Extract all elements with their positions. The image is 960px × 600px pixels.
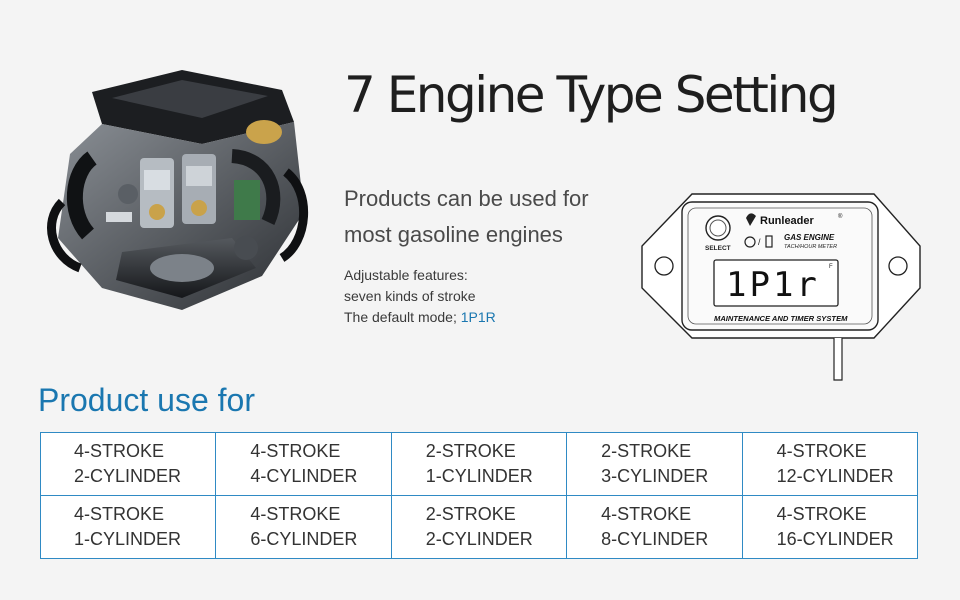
- lcd-value: 1P1r: [726, 265, 820, 305]
- cable-icon: [833, 338, 843, 381]
- cylinder-label: 6-CYLINDER: [250, 529, 358, 549]
- table-row: 4-STROKE 2-CYLINDER 4-STROKE 4-CYLINDER 2-ST…: [39, 432, 919, 496]
- table-row: 4-STROKE 1-CYLINDER 4-STROKE 6-CYLINDER 2-ST…: [39, 495, 919, 559]
- engine-type-cell: 4-STROKE 12-CYLINDER: [741, 432, 919, 496]
- tagline-line: most gasoline engines: [344, 222, 563, 247]
- stroke-label: 4-STROKE: [250, 504, 341, 524]
- stroke-label: 4-STROKE: [601, 504, 692, 524]
- engine-type-cell: 4-STROKE 8-CYLINDER: [566, 495, 743, 559]
- engine-type-cell: 4-STROKE 6-CYLINDER: [215, 495, 392, 559]
- engine-type-cell: 2-STROKE 1-CYLINDER: [390, 432, 568, 496]
- cylinder-label: 2-CYLINDER: [74, 466, 182, 486]
- stroke-label: 2-STROKE: [425, 441, 516, 461]
- lcd-display: [713, 259, 839, 307]
- engine-type-cell: 4-STROKE 4-CYLINDER: [215, 432, 392, 496]
- stroke-label: 4-STROKE: [74, 504, 165, 524]
- cylinder-label: 8-CYLINDER: [601, 529, 709, 549]
- stroke-label: 2-STROKE: [425, 504, 516, 524]
- lcd-flag: F: [829, 264, 833, 270]
- tagline-line: Products can be used for: [344, 186, 589, 211]
- stroke-label: 2-STROKE: [601, 441, 692, 461]
- mount-hole-icon: [654, 256, 674, 276]
- svg-text:®: ®: [838, 213, 843, 220]
- fuel-icon: [744, 236, 756, 248]
- engine-usage-table: 4-STROKE 2-CYLINDER 4-STROKE 4-CYLINDER 2-ST…: [39, 432, 919, 559]
- svg-text:/: /: [758, 237, 761, 247]
- engine-usage-table-body: 4-STROKE 2-CYLINDER 4-STROKE 4-CYLINDER 2-ST…: [39, 432, 919, 559]
- features-line: Adjustable features:: [344, 267, 468, 283]
- engine-illustration: [47, 70, 309, 310]
- engine-type-cell: 4-STROKE 2-CYLINDER: [39, 432, 217, 496]
- tagline: Products can be used for most gasoline e…: [344, 181, 589, 253]
- cylinder-label: 12-CYLINDER: [776, 466, 894, 486]
- default-mode-value: 1P1R: [460, 309, 496, 325]
- engine-type-cell: 4-STROKE 16-CYLINDER: [741, 495, 919, 559]
- stroke-label: 4-STROKE: [74, 441, 165, 461]
- engine-type-cell: 4-STROKE 1-CYLINDER: [39, 495, 217, 559]
- meter-product-line: TACH/HOUR METER: [784, 244, 837, 250]
- cylinder-label: 3-CYLINDER: [601, 466, 709, 486]
- cylinder-label: 2-CYLINDER: [425, 529, 533, 549]
- default-mode-line: The default mode; 1P1R: [344, 307, 496, 328]
- cylinder-label: 1-CYLINDER: [74, 529, 182, 549]
- section-heading: Product use for: [38, 382, 255, 418]
- cylinder-label: 16-CYLINDER: [776, 529, 894, 549]
- brand-logo-icon: [746, 213, 756, 226]
- stroke-label: 4-STROKE: [776, 504, 867, 524]
- meter-brand: Runleader: [760, 215, 815, 227]
- cylinder-label: 4-CYLINDER: [250, 466, 358, 486]
- cylinder-label: 1-CYLINDER: [425, 466, 533, 486]
- tach-meter-illustration: SELECT Runleader ® / GAS ENGINE TACH/HOU…: [641, 193, 921, 381]
- stroke-label: 4-STROKE: [776, 441, 867, 461]
- hourglass-icon: [765, 235, 773, 248]
- meter-system-label: MAINTENANCE AND TIMER SYSTEM: [714, 314, 848, 323]
- stroke-label: 4-STROKE: [250, 441, 341, 461]
- default-mode-label: The default mode;: [344, 309, 461, 325]
- page-title: 7 Engine Type Setting: [344, 66, 839, 124]
- meter-select-label: SELECT: [705, 245, 731, 252]
- adjustable-features: Adjustable features: seven kinds of stro…: [344, 265, 496, 328]
- mount-hole-icon: [888, 256, 908, 276]
- features-line: seven kinds of stroke: [344, 288, 476, 304]
- engine-type-cell: 2-STROKE 2-CYLINDER: [390, 495, 568, 559]
- engine-type-cell: 2-STROKE 3-CYLINDER: [566, 432, 743, 496]
- meter-product-line: GAS ENGINE: [784, 233, 835, 242]
